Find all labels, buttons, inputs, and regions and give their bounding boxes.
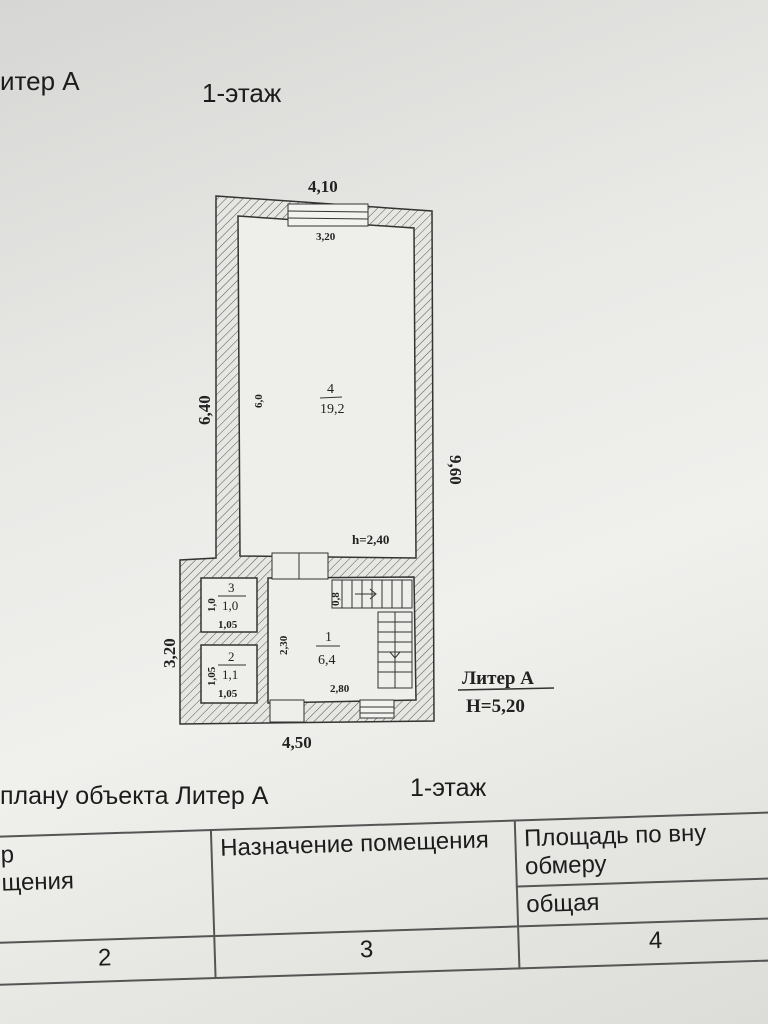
caption-title: плану объекта Литер А bbox=[0, 782, 269, 810]
door-entrance bbox=[269, 699, 305, 723]
room3-number: 3 bbox=[228, 580, 235, 595]
room2-side: 1,05 bbox=[206, 666, 218, 686]
room1-bottom: 2,80 bbox=[330, 683, 350, 695]
dim-bottom-width: 4,50 bbox=[282, 733, 312, 752]
ceiling-height: h=2,40 bbox=[352, 532, 389, 547]
room1-area: 6,4 bbox=[318, 653, 336, 668]
room2-number: 2 bbox=[228, 649, 235, 664]
room4-number: 4 bbox=[327, 382, 334, 397]
room3-area: 1,0 bbox=[222, 598, 238, 613]
col1-num: 2 bbox=[0, 936, 216, 985]
dim-room4-height: 6,0 bbox=[253, 394, 265, 408]
window-bottom bbox=[359, 699, 395, 719]
room3-bottom: 1,05 bbox=[218, 619, 238, 631]
room1-number: 1 bbox=[325, 630, 332, 645]
room2-bottom: 1,05 bbox=[218, 688, 238, 700]
litera-height: H=5,20 bbox=[466, 696, 525, 717]
explication-table: р щения Назначение помещения Площадь по … bbox=[0, 811, 768, 986]
room3-side: 1,0 bbox=[206, 598, 218, 612]
dim-top-width: 4,10 bbox=[308, 177, 338, 196]
header-litera: итер А bbox=[0, 66, 80, 96]
room3-floor bbox=[200, 577, 258, 633]
col2-num: 3 bbox=[213, 926, 520, 978]
dim-right-height: 9,60 bbox=[446, 455, 465, 485]
litera-label: Литер А bbox=[462, 668, 534, 689]
col2-header: Назначение помещения bbox=[210, 820, 518, 937]
caption-floor: 1-этаж bbox=[410, 774, 487, 802]
header-floor: 1-этаж bbox=[202, 78, 282, 108]
stair-width: 0,8 bbox=[330, 592, 342, 606]
room1-side: 2,30 bbox=[278, 635, 290, 655]
room4-area: 19,2 bbox=[320, 402, 345, 417]
room2-floor bbox=[200, 644, 258, 704]
door-room4 bbox=[271, 552, 329, 580]
dim-lower-left: 3,20 bbox=[160, 638, 179, 668]
col3-num: 4 bbox=[517, 917, 768, 969]
col3-header: Площадь по вну обмеру bbox=[514, 811, 768, 887]
staircase bbox=[331, 579, 413, 689]
col1-header: р щения bbox=[0, 830, 214, 943]
dim-left-height: 6,40 bbox=[195, 395, 214, 425]
window-top bbox=[287, 203, 369, 227]
room2-area: 1,1 bbox=[222, 667, 238, 682]
dim-inner-top: 3,20 bbox=[316, 231, 336, 243]
